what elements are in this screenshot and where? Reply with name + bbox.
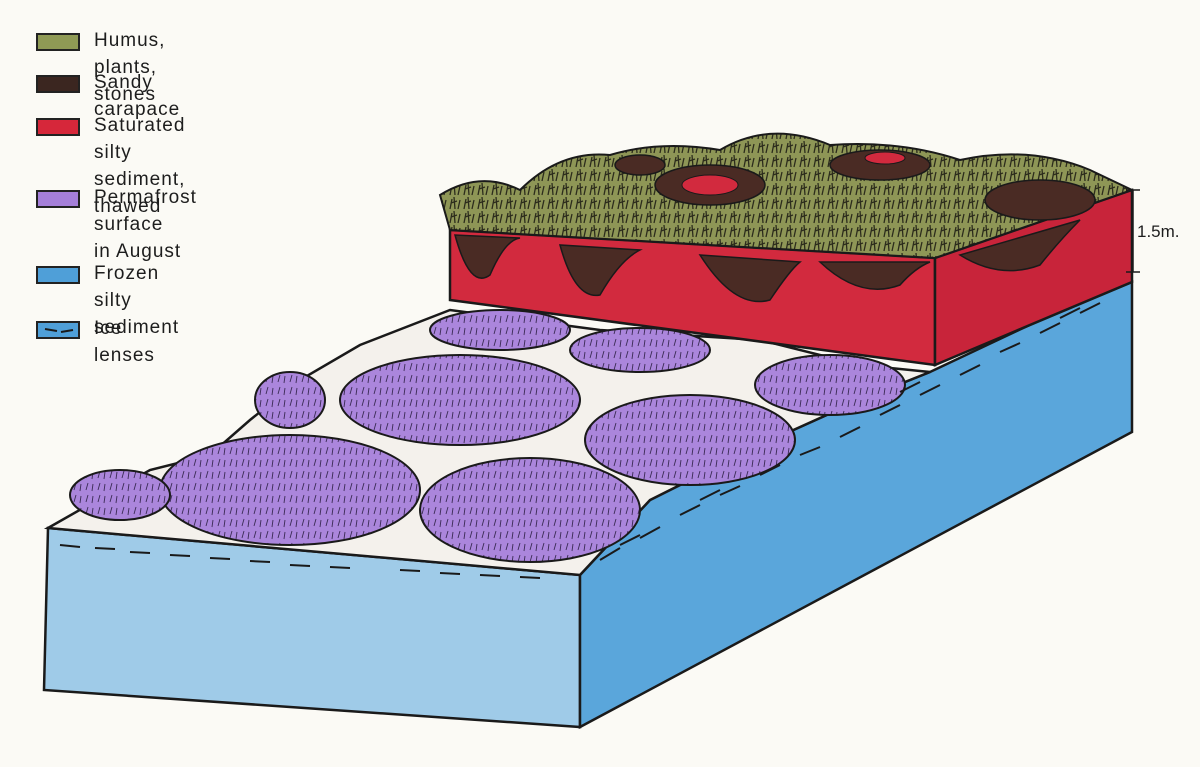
carapace-tongue xyxy=(454,234,521,279)
legend-label: Sandy carapace xyxy=(94,72,181,120)
thawed-boil xyxy=(681,174,739,196)
permafrost-bowls xyxy=(69,309,906,563)
legend-label: Saturated silty sediment, thawed xyxy=(94,115,186,217)
permafrost-bowl xyxy=(69,469,171,521)
legend-label: Permafrost surface in August xyxy=(94,187,197,262)
thawed-boils xyxy=(681,151,906,196)
legend-swatch-ice xyxy=(36,321,80,339)
legend-label: Frozen silty sediment xyxy=(94,263,180,338)
legend-label: Ice lenses xyxy=(94,318,155,366)
thawed-boil xyxy=(864,151,906,165)
carapace-patch xyxy=(614,154,666,176)
permafrost-bowl xyxy=(429,309,571,351)
legend-swatch-carapace xyxy=(36,75,80,93)
carapace-tongue xyxy=(958,219,1081,272)
permafrost-bowl xyxy=(569,327,711,373)
permafrost-bowl xyxy=(159,434,421,546)
carapace-patch xyxy=(984,179,1096,221)
ice-lenses xyxy=(59,302,1101,579)
legend-swatch-humus xyxy=(36,33,80,51)
vegetation-top xyxy=(438,132,1135,260)
permafrost-bowl xyxy=(419,457,641,563)
permafrost-bowl xyxy=(339,354,581,446)
legend-swatch-frozen xyxy=(36,266,80,284)
permafrost-bowl xyxy=(754,354,906,416)
scale-bar xyxy=(1126,189,1140,273)
carapace-tongues xyxy=(454,219,1081,303)
scale-label: 1.5m. xyxy=(1137,222,1180,241)
legend-swatch-saturated xyxy=(36,118,80,136)
ice-lens xyxy=(619,307,1081,546)
legend: Humus, plants, stones Sandy carapace Sat… xyxy=(0,0,420,366)
legend-swatch-permafrost xyxy=(36,190,80,208)
ice-lens xyxy=(59,544,351,569)
ice-lens-icon xyxy=(44,328,74,333)
permafrost-bowl xyxy=(584,394,796,486)
carapace-tongue xyxy=(818,261,931,290)
carapace-tongue xyxy=(698,254,802,303)
permafrost-bowl xyxy=(254,371,326,429)
ice-lens xyxy=(599,302,1101,561)
legend-label: Humus, plants, stones xyxy=(94,30,166,105)
ice-lens xyxy=(399,569,541,579)
carapace-tongue xyxy=(559,244,643,297)
